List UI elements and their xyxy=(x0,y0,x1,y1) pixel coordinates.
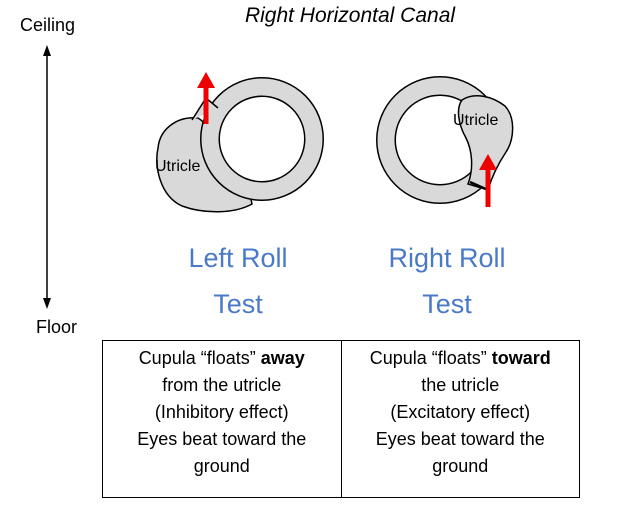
axis-up-arrowhead xyxy=(43,45,51,56)
right-arrow xyxy=(479,154,497,207)
diagram-title: Right Horizontal Canal xyxy=(244,4,456,27)
right-roll-cell: Cupula “floats” toward the utricle (Exci… xyxy=(340,340,580,498)
left-roll-line1: Left Roll xyxy=(188,243,288,273)
cell-line: ground xyxy=(432,456,489,476)
axis-down-arrowhead xyxy=(43,298,51,309)
floor-label: Floor xyxy=(36,317,78,337)
right-utricle-label: Utricle xyxy=(453,112,498,129)
left-utricle-label: Utricle xyxy=(155,158,200,175)
cell-line: (Excitatory effect) xyxy=(390,402,531,422)
cell-line: (Inhibitory effect) xyxy=(154,402,289,422)
cell-text: Cupula “floats” xyxy=(138,348,261,368)
right-roll-test-label: Right Roll Test xyxy=(352,235,542,327)
table-row: Cupula “floats” away from the utricle (I… xyxy=(102,340,580,498)
effects-table: Cupula “floats” away from the utricle (I… xyxy=(102,340,580,498)
cell-bold-text: away xyxy=(260,348,305,368)
cell-line: Cupula “floats” toward xyxy=(346,345,576,372)
left-canal xyxy=(156,77,324,213)
left-roll-test-label: Left Roll Test xyxy=(143,235,333,327)
cell-line: Cupula “floats” away xyxy=(107,345,337,372)
right-roll-line1: Right Roll xyxy=(388,243,506,273)
cell-line: Eyes beat toward the xyxy=(137,429,307,449)
cell-line: from the utricle xyxy=(162,375,282,395)
right-roll-line2: Test xyxy=(422,289,472,319)
left-roll-cell: Cupula “floats” away from the utricle (I… xyxy=(102,340,342,498)
cell-text: Cupula “floats” xyxy=(369,348,492,368)
cell-line: the utricle xyxy=(421,375,500,395)
left-roll-line2: Test xyxy=(213,289,263,319)
right-utricle xyxy=(457,94,514,191)
cell-line: Eyes beat toward the xyxy=(375,429,545,449)
right-canal xyxy=(376,76,514,204)
ceiling-label: Ceiling xyxy=(20,15,76,35)
cell-bold-text: toward xyxy=(491,348,551,368)
cell-line: ground xyxy=(193,456,250,476)
left-arrow xyxy=(197,72,215,124)
